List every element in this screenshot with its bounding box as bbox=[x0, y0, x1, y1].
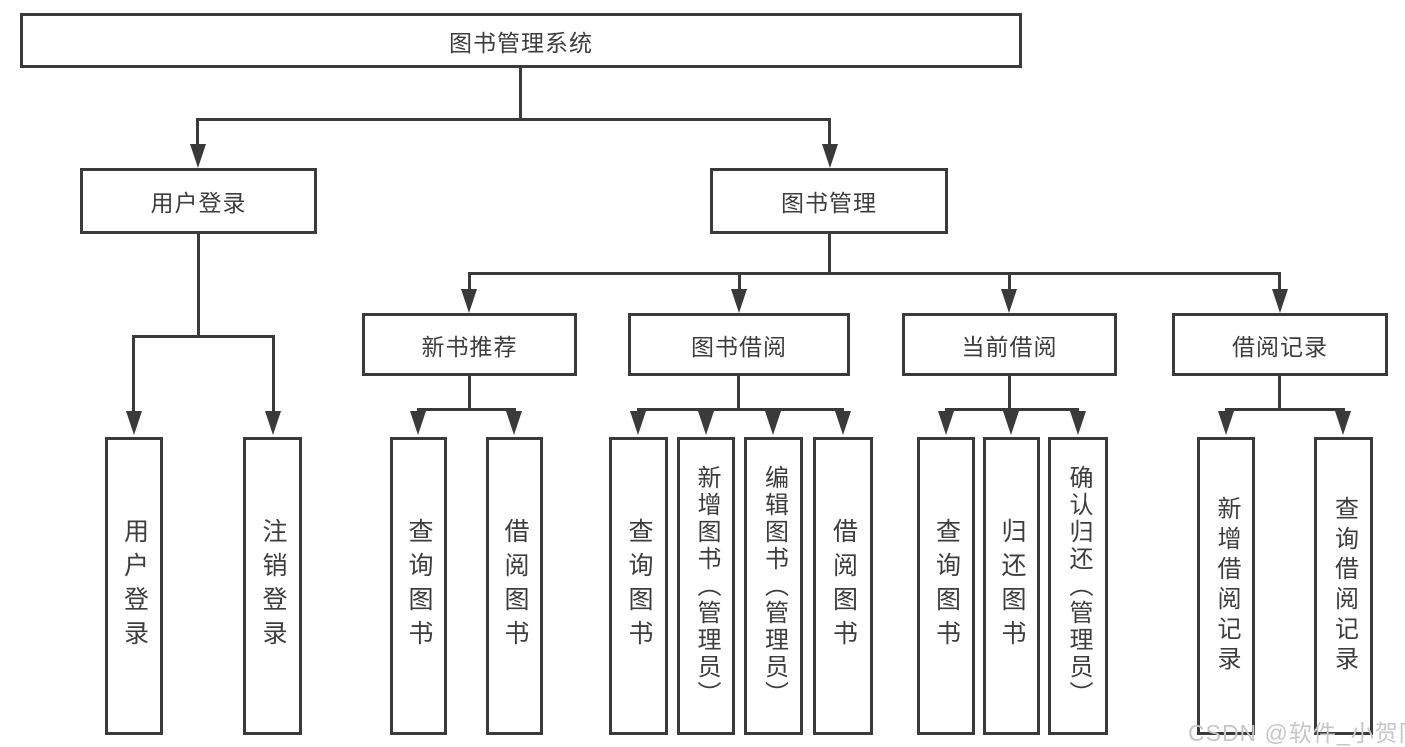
arrowhead-book-borrow bbox=[731, 289, 747, 313]
node-borrow-records-label: 借阅记录 bbox=[1232, 333, 1328, 360]
arrowhead-leaf-login bbox=[126, 411, 142, 435]
connector-level2-hbar bbox=[196, 118, 831, 121]
leaf-bb-borrow-books: 借阅图书 bbox=[813, 437, 873, 735]
leaf-logout: 注销登录 bbox=[243, 437, 302, 735]
arrowhead-nb-borrow bbox=[506, 411, 522, 435]
leaf-br-add-record: 新增借阅记录 bbox=[1197, 437, 1255, 735]
leaf-nb-query-books: 查询图书 bbox=[390, 437, 447, 735]
arrowhead-new-books bbox=[461, 289, 477, 313]
leaf-cb-query-books: 查询图书 bbox=[917, 437, 975, 735]
connector-root-stub bbox=[519, 68, 522, 121]
leaf-nb-borrow-books: 借阅图书 bbox=[486, 437, 543, 735]
leaf-user-login: 用户登录 bbox=[105, 437, 163, 735]
leaf-nb-borrow-books-label: 借阅图书 bbox=[501, 518, 529, 654]
leaf-cb-confirm-return-admin: 确认归还（管理员） bbox=[1048, 437, 1108, 735]
node-root: 图书管理系统 bbox=[20, 13, 1022, 68]
connector-user-login-stub bbox=[197, 234, 200, 337]
leaf-cb-return-books: 归还图书 bbox=[983, 437, 1040, 735]
connector-book-mgmt-stub bbox=[828, 234, 831, 274]
connector-user-login-hbar bbox=[132, 335, 275, 338]
arrowhead-cb-query bbox=[938, 411, 954, 435]
leaf-cb-return-books-label: 归还图书 bbox=[998, 518, 1026, 654]
csdn-watermark: CSDN @软件_小贺同学 bbox=[1188, 720, 1405, 746]
leaf-user-login-label: 用户登录 bbox=[120, 518, 149, 654]
arrowhead-bb-add bbox=[698, 411, 714, 435]
node-new-books-label: 新书推荐 bbox=[421, 333, 518, 360]
node-book-mgmt-label: 图书管理 bbox=[781, 190, 877, 216]
connector-to-book-mgmt bbox=[828, 118, 831, 148]
arrowhead-book-mgmt bbox=[822, 144, 838, 168]
connector-level3-hbar bbox=[468, 272, 1281, 275]
arrowhead-cb-confirm bbox=[1070, 411, 1086, 435]
arrowhead-borrow-records bbox=[1272, 289, 1288, 313]
connector-to-leaf-login bbox=[132, 335, 135, 414]
connector-to-leaf-logout bbox=[272, 335, 275, 414]
node-current-borrow-label: 当前借阅 bbox=[961, 333, 1058, 360]
connector-current-borrow-hbar bbox=[945, 408, 1079, 411]
connector-to-new-books bbox=[468, 272, 471, 292]
connector-current-borrow-stub bbox=[1008, 376, 1011, 410]
leaf-bb-edit-books-admin-label: 编辑图书（管理员） bbox=[760, 464, 788, 708]
leaf-bb-add-books-admin-label: 新增图书（管理员） bbox=[693, 464, 720, 708]
leaf-logout-label: 注销登录 bbox=[259, 518, 287, 654]
node-book-borrow-label: 图书借阅 bbox=[691, 333, 787, 360]
arrowhead-user-login bbox=[190, 144, 206, 168]
leaf-bb-edit-books-admin: 编辑图书（管理员） bbox=[744, 437, 803, 735]
connector-borrow-records-stub bbox=[1278, 376, 1281, 410]
connector-borrow-records-hbar bbox=[1225, 408, 1345, 411]
leaf-bb-borrow-books-label: 借阅图书 bbox=[829, 518, 858, 654]
arrowhead-bb-edit bbox=[765, 411, 781, 435]
arrowhead-bb-query bbox=[630, 411, 646, 435]
arrowhead-cb-return bbox=[1003, 411, 1019, 435]
leaf-cb-confirm-return-admin-label: 确认归还（管理员） bbox=[1065, 464, 1092, 708]
arrowhead-leaf-logout bbox=[265, 411, 281, 435]
connector-to-current-borrow bbox=[1008, 272, 1011, 292]
connector-to-borrow-records bbox=[1278, 272, 1281, 292]
leaf-nb-query-books-label: 查询图书 bbox=[405, 518, 433, 654]
leaf-br-query-record: 查询借阅记录 bbox=[1314, 437, 1373, 735]
node-book-borrow: 图书借阅 bbox=[628, 313, 850, 376]
node-root-label: 图书管理系统 bbox=[449, 29, 593, 56]
connector-book-borrow-hbar bbox=[637, 408, 844, 411]
leaf-bb-add-books-admin: 新增图书（管理员） bbox=[677, 437, 735, 735]
arrowhead-br-query bbox=[1335, 411, 1351, 435]
connector-to-user-login bbox=[196, 118, 199, 148]
node-current-borrow: 当前借阅 bbox=[902, 313, 1117, 376]
connector-new-books-stub bbox=[468, 376, 471, 410]
connector-book-borrow-stub bbox=[737, 376, 740, 410]
connector-to-book-borrow bbox=[738, 272, 741, 292]
node-new-books: 新书推荐 bbox=[362, 313, 577, 376]
leaf-bb-query-books-label: 查询图书 bbox=[625, 518, 653, 654]
leaf-bb-query-books: 查询图书 bbox=[609, 437, 668, 735]
leaf-br-query-record-label: 查询借阅记录 bbox=[1330, 496, 1358, 676]
node-user-login-label: 用户登录 bbox=[150, 190, 247, 216]
arrowhead-bb-borrow bbox=[835, 411, 851, 435]
leaf-br-add-record-label: 新增借阅记录 bbox=[1213, 496, 1240, 676]
connector-new-books-hbar bbox=[417, 408, 516, 411]
arrowhead-nb-query bbox=[410, 411, 426, 435]
arrowhead-br-add bbox=[1218, 411, 1234, 435]
node-borrow-records: 借阅记录 bbox=[1172, 313, 1388, 376]
leaf-cb-query-books-label: 查询图书 bbox=[932, 518, 961, 654]
node-book-mgmt: 图书管理 bbox=[710, 168, 948, 234]
node-user-login: 用户登录 bbox=[80, 168, 317, 234]
arrowhead-current-borrow bbox=[1001, 289, 1017, 313]
